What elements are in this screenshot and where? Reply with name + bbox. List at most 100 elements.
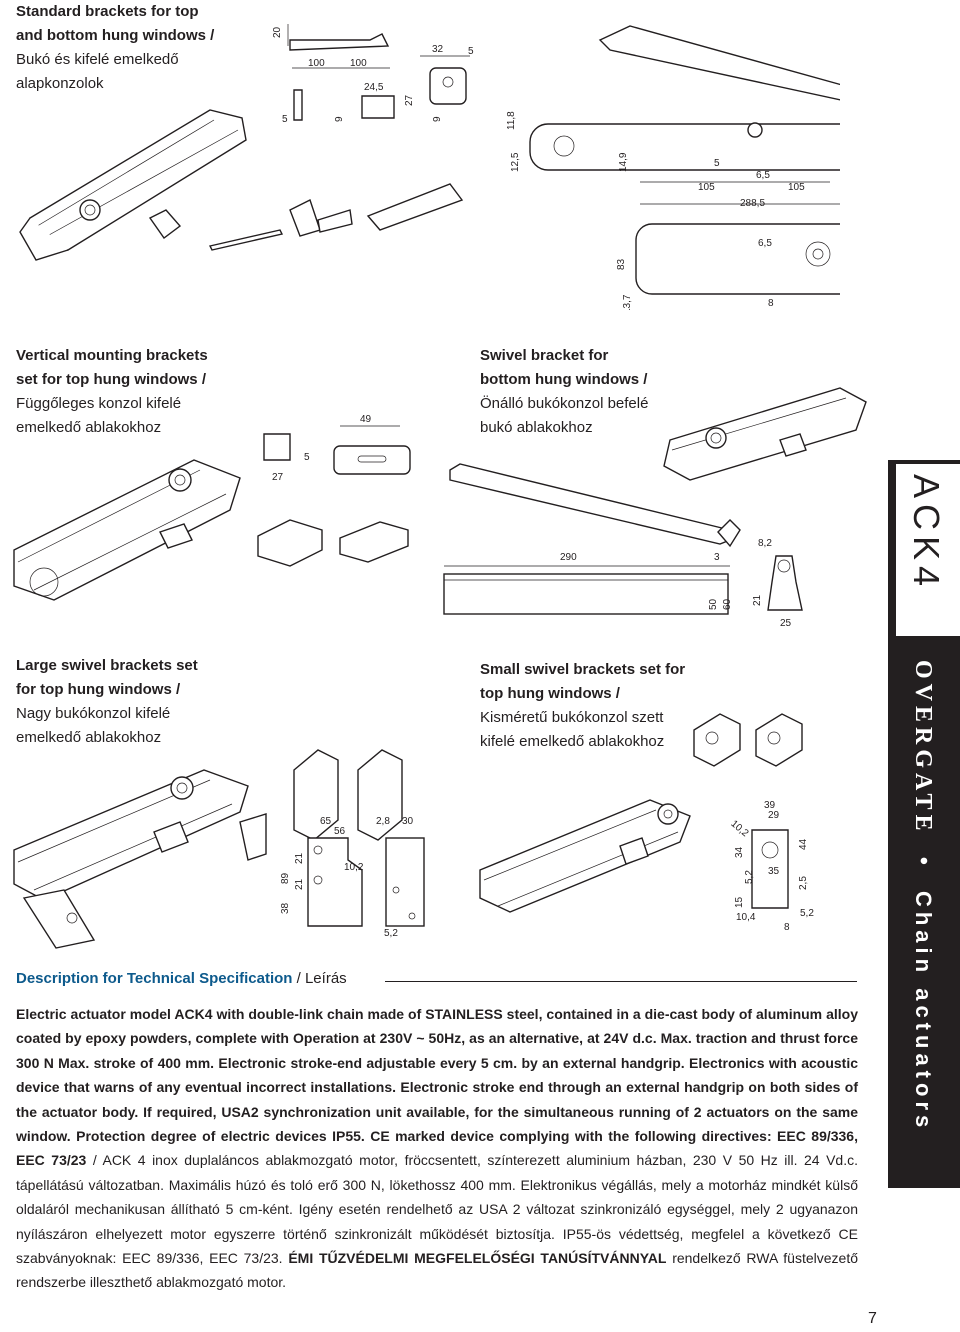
- dim-label: 100: [308, 58, 325, 69]
- sidebar-model: ACK4: [906, 474, 947, 592]
- standard-actuator-top-view: 12,5 14,9 5 6,5 105 105 288,5 6,5 83 13,…: [510, 25, 840, 310]
- small-title: Small swivel brackets set for top hung w…: [480, 661, 686, 702]
- standard-actuator-drawing: [19, 109, 247, 261]
- dim-label: 9: [432, 116, 443, 122]
- swivel-caption: Swivel bracket for bottom hung windows /…: [480, 344, 648, 440]
- dim-label: 105: [788, 182, 805, 193]
- description-title-sep: /: [292, 970, 305, 987]
- description-divider: [385, 981, 857, 982]
- dim-label: 2,5: [798, 876, 809, 890]
- dim-label: 12,5: [510, 152, 521, 172]
- dim-label: 11,8: [506, 111, 517, 130]
- dim-label: 8: [784, 922, 790, 933]
- standard-bracket-detail-drawing: 20 100 100 32 5 24,5 27 5 9 9 11,8: [272, 24, 517, 130]
- swivel-subtitle: Önálló bukókonzol befelé bukó ablakokhoz: [480, 395, 649, 436]
- dim-label: 60: [722, 598, 733, 610]
- standard-caption: Standard brackets for top and bottom hun…: [16, 0, 214, 96]
- description-english: Electric actuator model ACK4 with double…: [16, 1006, 858, 1169]
- dim-label: 6,5: [758, 238, 772, 249]
- dim-label: 27: [272, 472, 284, 483]
- sidebar-model-tab: ACK4: [896, 464, 960, 636]
- large-title: Large swivel brackets set for top hung w…: [16, 657, 198, 698]
- sidebar-separator: •: [910, 857, 936, 870]
- dim-label: 24,5: [364, 82, 384, 93]
- dim-label: 39: [764, 800, 776, 811]
- dim-label: 32: [432, 44, 444, 55]
- dim-label: 8: [768, 298, 774, 309]
- dim-label: 6,5: [756, 170, 770, 181]
- svg-text:OVERGATE • Chain actua: OVERGATE • Chain actuators: [910, 660, 936, 1132]
- standard-title: Standard brackets for top and bottom hun…: [16, 3, 215, 44]
- dim-label: 65: [320, 816, 332, 827]
- description-title: Description for Technical Specification …: [16, 970, 347, 987]
- dim-label: 49: [360, 414, 372, 425]
- dim-label: 8,2: [758, 538, 772, 549]
- description-title-hu: Leírás: [304, 970, 347, 987]
- dim-label: 27: [404, 94, 415, 106]
- description-title-en: Description for Technical Specification: [16, 970, 293, 987]
- small-subtitle: Kisméretű bukókonzol szett kifelé emelke…: [480, 709, 665, 750]
- dim-label: 38: [280, 902, 291, 914]
- vertical-title: Vertical mounting brackets set for top h…: [16, 347, 208, 388]
- dim-label: 5: [304, 452, 310, 463]
- dim-label: 15: [734, 896, 745, 908]
- dim-label: 5,2: [744, 870, 755, 884]
- description-body: Electric actuator model ACK4 with double…: [16, 1002, 858, 1295]
- dim-label: 50: [708, 598, 719, 610]
- standard-subtitle: Bukó és kifelé emelkedő alapkonzolok: [16, 51, 179, 92]
- swivel-title: Swivel bracket for bottom hung windows /: [480, 347, 648, 388]
- vertical-actuator-drawing: [13, 459, 241, 601]
- dim-label: 5: [714, 158, 720, 169]
- dim-label: 89: [280, 872, 291, 884]
- description-hungarian-end: rendelkező RWA füstelvezető rendszerbe i…: [16, 1250, 858, 1291]
- dim-label: 44: [798, 838, 809, 850]
- description-separator: /: [86, 1152, 103, 1169]
- sidebar-brand: OVERGATE: [910, 660, 936, 836]
- dim-label: 21: [752, 594, 763, 606]
- dim-label: 10,2: [344, 862, 364, 873]
- dim-label: 83: [616, 258, 627, 270]
- page-number: 7: [868, 1310, 877, 1327]
- sidebar-product: Chain actuators: [911, 891, 936, 1132]
- dim-label: 100: [350, 58, 367, 69]
- description-hungarian-bold: ÉMI TŰZVÉDELMI MEGFELELŐSÉGI TANÚSÍTVÁNN…: [288, 1250, 667, 1267]
- dim-label: 14,9: [618, 152, 629, 172]
- dim-label: 290: [560, 552, 577, 563]
- large-actuator-drawing: [13, 769, 267, 949]
- large-caption: Large swivel brackets set for top hung w…: [16, 654, 198, 750]
- description-hungarian: ACK 4 inox duplaláncos ablakmozgató moto…: [16, 1152, 858, 1267]
- vertical-caption: Vertical mounting brackets set for top h…: [16, 344, 208, 440]
- dim-label: 21: [294, 878, 305, 890]
- standard-small-parts-drawing: [208, 183, 464, 251]
- large-bracket-drawing: 65 56 2,8 30 89 21 21 38 10,2 5,2: [280, 749, 425, 939]
- dim-label: 5: [468, 46, 474, 57]
- dim-label: 56: [334, 826, 346, 837]
- vertical-bracket-drawing: 49 27 5: [257, 414, 411, 567]
- dim-label: 20: [272, 26, 283, 38]
- swivel-bracket-drawing: 290 3 50 60 8,2 21 25: [443, 463, 803, 629]
- vertical-subtitle: Függőleges konzol kifelé emelkedő ablako…: [16, 395, 182, 436]
- dim-label: 10,2: [728, 818, 750, 839]
- swivel-actuator-drawing: [663, 387, 867, 481]
- dim-label: 5,2: [384, 928, 398, 939]
- dim-label: 21: [294, 852, 305, 864]
- dim-label: 9: [334, 116, 345, 122]
- dim-label: 105: [698, 182, 715, 193]
- dim-label: 288,5: [740, 198, 765, 209]
- dim-label: 13,7: [622, 294, 633, 310]
- dim-label: 35: [768, 866, 780, 877]
- small-caption: Small swivel brackets set for top hung w…: [480, 658, 685, 754]
- dim-label: 25: [780, 618, 792, 629]
- dim-label: 30: [402, 816, 414, 827]
- small-bracket-drawing: 39 29 10,2 34 44 35 5,2 15 10,4 8 2,5 5,…: [693, 713, 814, 933]
- dim-label: 5: [282, 114, 288, 125]
- small-actuator-drawing: [479, 799, 691, 913]
- dim-label: 2,8: [376, 816, 390, 827]
- dim-label: 29: [768, 810, 780, 821]
- dim-label: 5,2: [800, 908, 814, 919]
- sidebar-brand-text: OVERGATE • Chain actuators: [910, 660, 936, 1132]
- dim-label: 10,4: [736, 912, 756, 923]
- large-subtitle: Nagy bukókonzol kifelé emelkedő ablakokh…: [16, 705, 171, 746]
- dim-label: 34: [734, 846, 745, 858]
- dim-label: 3: [714, 552, 720, 563]
